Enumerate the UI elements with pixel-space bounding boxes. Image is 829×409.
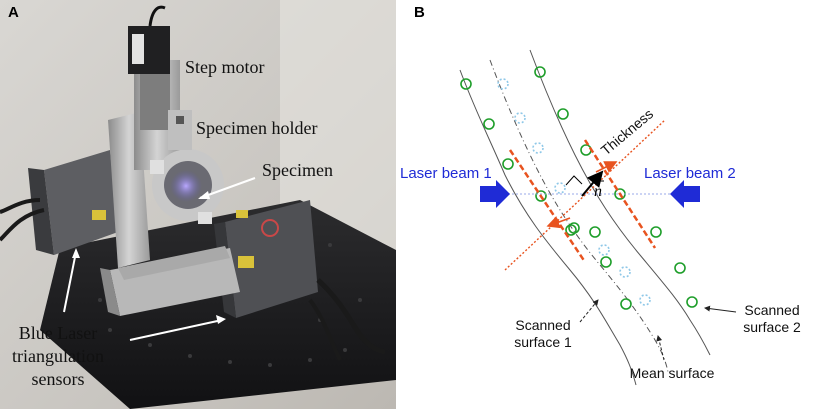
tangent-surface-1	[508, 149, 587, 263]
right-angle-marker	[565, 175, 583, 186]
normal-vector-label: n	[594, 183, 602, 200]
laser-beam-2-arrow	[670, 180, 700, 208]
sensor-arrow-right	[129, 319, 223, 341]
specimen-arrow	[199, 177, 256, 199]
specimen	[170, 170, 202, 202]
normal-vector-arrow	[581, 170, 604, 197]
thickness-arrow-2	[595, 161, 618, 173]
left-laser-sensor	[44, 150, 118, 255]
laser-beam-1-arrow	[480, 180, 510, 208]
label-sensors-line1: Blue Laser	[19, 323, 97, 343]
sensor-arrow-left	[63, 251, 77, 313]
apparatus-photo-drawing: Step motor Specimen holder Specimen Blue…	[0, 0, 396, 409]
right-laser-sensor	[225, 200, 318, 318]
label-step-motor: Step motor	[185, 57, 265, 77]
label-mean-surface: Mean surface	[630, 365, 715, 381]
panel-letter-b: B	[414, 4, 425, 21]
label-scanned-surface-2-line2: surface 2	[743, 319, 801, 335]
thickness-arrow-1	[546, 216, 571, 229]
apparatus-photo: Step motor Specimen holder Specimen Blue…	[0, 0, 396, 409]
label-thickness: Thickness	[598, 106, 657, 159]
label-specimen: Specimen	[262, 160, 333, 180]
surface-1-points	[460, 78, 632, 310]
tangent-surface-2	[583, 139, 657, 249]
label-laser-beam-2: Laser beam 2	[644, 165, 736, 182]
label-scanned-surface-2-line1: Scanned	[744, 302, 799, 318]
mean-surface-points	[497, 78, 651, 306]
label-laser-beam-1: Laser beam 1	[400, 165, 492, 182]
leader-mean-surface	[656, 335, 665, 361]
label-sensors-line2: triangulation	[12, 346, 104, 366]
thickness-line	[504, 119, 666, 271]
panel-letter-a: A	[8, 4, 19, 21]
label-scanned-surface-1-line2: surface 1	[514, 334, 572, 350]
mean-surface-curve	[489, 59, 669, 373]
scanned-surface-1-curve	[459, 69, 637, 386]
schematic-drawing: n Laser beam 1 Laser beam 2 Thickness Sc…	[400, 49, 801, 386]
label-scanned-surface-1-line1: Scanned	[515, 317, 570, 333]
label-specimen-holder: Specimen holder	[196, 118, 317, 138]
surface-2-points	[534, 66, 698, 308]
label-sensors-line3: sensors	[32, 369, 85, 389]
scanned-surface-2-curve	[529, 49, 711, 356]
schematic-panel: n Laser beam 1 Laser beam 2 Thickness Sc…	[400, 0, 829, 409]
leader-scanned-surface-2	[704, 305, 737, 313]
